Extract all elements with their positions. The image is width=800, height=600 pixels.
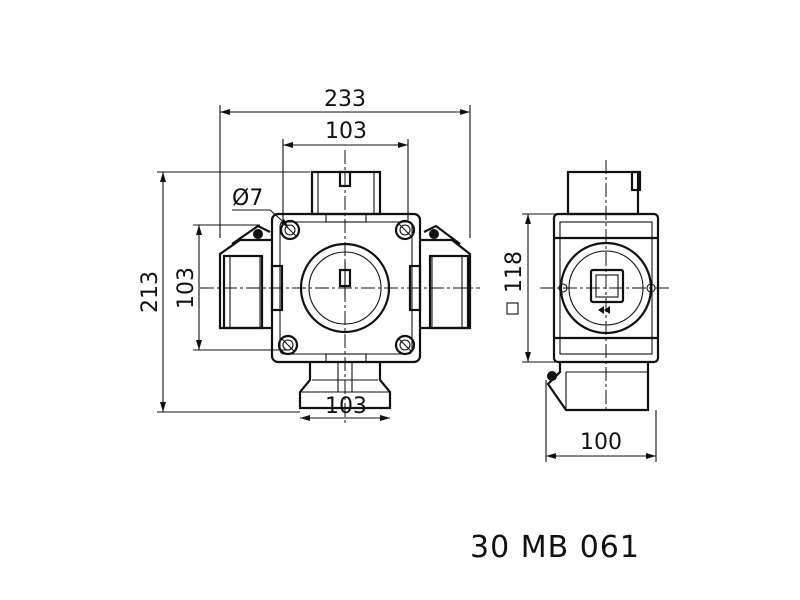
screw-hole-bottom-right: [394, 334, 416, 356]
dimension-118: [522, 213, 560, 363]
screw-hole-bottom-left: [277, 334, 299, 356]
diameter-label: Ø7: [232, 186, 263, 211]
front-view: [200, 150, 480, 425]
square-symbol-icon: [506, 302, 519, 315]
dimension-233-label: 233: [324, 87, 366, 112]
side-bottom-socket: [546, 362, 650, 412]
dimension-100-label: 100: [580, 430, 622, 455]
top-plug: [310, 170, 382, 216]
screw-hole-top-right: [394, 219, 416, 241]
right-socket: [420, 224, 472, 330]
side-view: [540, 160, 670, 412]
left-socket: [218, 224, 272, 330]
dimension-118-label: 118: [502, 251, 527, 293]
dimension-213-label: 213: [138, 271, 163, 313]
screw-hole-top-left: [279, 219, 301, 241]
side-top-plug: [566, 170, 642, 216]
main-body: [270, 212, 422, 364]
dimension-103-bottom: [300, 415, 390, 421]
bottom-socket: [298, 362, 392, 410]
diameter-leader: [232, 209, 289, 227]
dimension-103-top: [282, 139, 409, 220]
dimension-103-bottom-label: 103: [325, 394, 367, 419]
dimension-103-top-label: 103: [325, 119, 367, 144]
dimension-213: [157, 171, 310, 413]
product-code: 30 MB 061: [470, 530, 640, 565]
dimension-103-left-label: 103: [174, 267, 199, 309]
dimension-100: [545, 380, 657, 462]
dimension-103-left: [193, 224, 290, 351]
side-body: [552, 212, 660, 364]
